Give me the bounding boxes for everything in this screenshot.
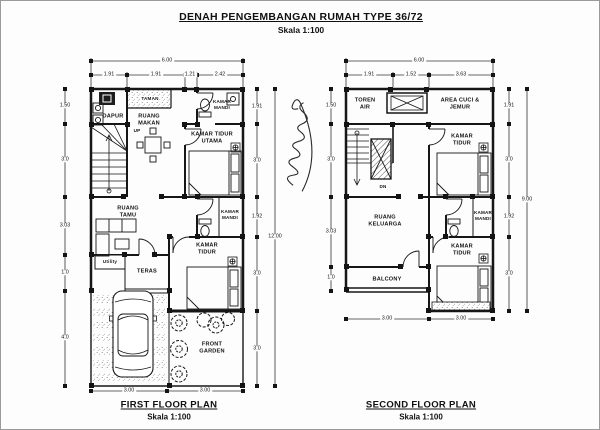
dim-right-5: 3.0 bbox=[251, 345, 263, 352]
room-label-dapur: DAPUR bbox=[102, 113, 124, 120]
dim2-right-1: 1.91 bbox=[502, 102, 516, 109]
front-garden-trees bbox=[170, 312, 235, 383]
dim-right-total: 12.00 bbox=[266, 233, 284, 240]
dim-left-5: 4.0 bbox=[59, 334, 71, 341]
skylight-x-box bbox=[386, 92, 428, 114]
stairs-up bbox=[90, 123, 128, 194]
dim2-right-3: 1.92 bbox=[502, 213, 516, 220]
room-label-toren-air: TOREN AIR bbox=[354, 97, 376, 111]
room-label-kamar-tidur-1: KAMAR TIDUR bbox=[451, 133, 473, 147]
dim-left-3: 3.03 bbox=[58, 222, 72, 229]
dim2-left-4: 1.0 bbox=[325, 274, 337, 281]
dim2-right-2: 3.0 bbox=[503, 156, 515, 163]
dim-top-1: 1.91 bbox=[102, 71, 116, 78]
second-floor-walls bbox=[344, 87, 495, 313]
room-label-ruang-tamu: RUANG TAMU bbox=[117, 205, 139, 219]
dim-top-3: 1.21 bbox=[183, 71, 197, 78]
dim2-left-2: 3.0 bbox=[325, 156, 337, 163]
dim2-top-1: 1.91 bbox=[362, 71, 376, 78]
dim-top-2: 1.91 bbox=[149, 71, 163, 78]
room-label-area-cuci-jemur: AREA CUCI & JEMUR bbox=[440, 97, 480, 111]
dim-right-3: 1.92 bbox=[250, 213, 264, 220]
room-label-balcony: BALCONY bbox=[372, 276, 402, 283]
bed-icon bbox=[188, 150, 242, 196]
room-label-kamar-mandi: KAMAR MANDI bbox=[212, 99, 232, 110]
dim-top-4: 2.42 bbox=[213, 71, 227, 78]
room-label-up: UP bbox=[133, 128, 141, 134]
dimension-ticks bbox=[329, 59, 529, 321]
dining-table-icon bbox=[136, 127, 171, 163]
bed-icon bbox=[186, 266, 242, 310]
dim-left-4: 1.0 bbox=[59, 269, 71, 276]
dim-left-2: 3.0 bbox=[59, 156, 71, 163]
dimension-ticks bbox=[63, 59, 277, 393]
stairs-down bbox=[346, 128, 393, 186]
sofa-icon bbox=[95, 218, 137, 257]
dim2-bottom-1: 3.00 bbox=[380, 315, 394, 322]
second-floor-title: SECOND FLOOR PLAN bbox=[365, 399, 477, 411]
second-floor-plan bbox=[329, 58, 529, 321]
room-label-ruang-keluarga: RUANG KELUARGA bbox=[368, 214, 402, 228]
first-floor-scale: Skala 1:100 bbox=[147, 412, 191, 422]
room-label-kamar-mandi: KAMAR MANDI bbox=[473, 210, 493, 221]
dim2-right-total: 9.00 bbox=[520, 196, 534, 203]
room-label-kamar-tidur-utama: KAMAR TIDUR UTAMA bbox=[191, 131, 233, 145]
dim2-right-4: 3.0 bbox=[503, 270, 515, 277]
dim-top-total-2: 6.00 bbox=[412, 57, 426, 64]
stair-void-x-box bbox=[370, 138, 392, 180]
outlet-icon bbox=[227, 256, 238, 267]
room-label-kamar-tidur-2: KAMAR TIDUR bbox=[451, 243, 473, 257]
railing-hatch bbox=[431, 301, 491, 311]
first-floor-title: FIRST FLOOR PLAN bbox=[120, 399, 218, 411]
bed-icon bbox=[436, 152, 492, 196]
dim2-top-3: 3.63 bbox=[454, 71, 468, 78]
toilet-icon bbox=[198, 218, 212, 237]
toilet-icon bbox=[447, 218, 461, 237]
first-floor-doors bbox=[138, 92, 214, 256]
outlet-icon bbox=[230, 142, 241, 153]
sheet-title: DENAH PENGEMBANGAN RUMAH TYPE 36/72 bbox=[179, 11, 423, 23]
dim-top-total: 6.00 bbox=[160, 57, 174, 64]
dim2-bottom-2: 3.00 bbox=[454, 315, 468, 322]
dim-right-2: 3.0 bbox=[251, 157, 263, 164]
room-label-dn: DN bbox=[379, 184, 387, 190]
sheet-scale: Skala 1:100 bbox=[277, 25, 325, 35]
columns bbox=[89, 87, 245, 388]
dim2-left-3: 3.03 bbox=[324, 228, 338, 235]
stove-icon bbox=[92, 102, 104, 126]
dim2-top-2: 1.52 bbox=[404, 71, 418, 78]
room-label-kamar-mandi-2: KAMAR MANDI bbox=[220, 209, 240, 220]
water-heater-icon bbox=[99, 92, 115, 105]
dim-bottom-2: 3.00 bbox=[198, 387, 212, 394]
room-label-front-garden: FRONT GARDEN bbox=[199, 341, 225, 355]
dim-bottom-1: 3.00 bbox=[122, 387, 136, 394]
car-icon bbox=[109, 290, 157, 378]
toilet-icon bbox=[198, 92, 240, 118]
room-label-utility: Utility bbox=[102, 259, 118, 265]
dim-right-1: 1.91 bbox=[250, 103, 264, 110]
dim-left-1: 1.50 bbox=[58, 102, 72, 109]
room-label-taman: TAMAN bbox=[140, 96, 160, 102]
columns bbox=[344, 87, 495, 313]
outlet-icon bbox=[478, 142, 489, 153]
signature bbox=[286, 99, 313, 192]
outlet-icon bbox=[478, 253, 489, 264]
room-label-ruang-makan: RUANG MAKAN bbox=[138, 113, 160, 127]
second-floor-scale: Skala 1:100 bbox=[399, 412, 443, 422]
room-label-kamar-tidur: KAMAR TIDUR bbox=[196, 242, 218, 256]
room-label-teras: TERAS bbox=[137, 268, 157, 275]
dim2-left-1: 1.50 bbox=[324, 102, 338, 109]
dim-right-4: 3.0 bbox=[251, 270, 263, 277]
